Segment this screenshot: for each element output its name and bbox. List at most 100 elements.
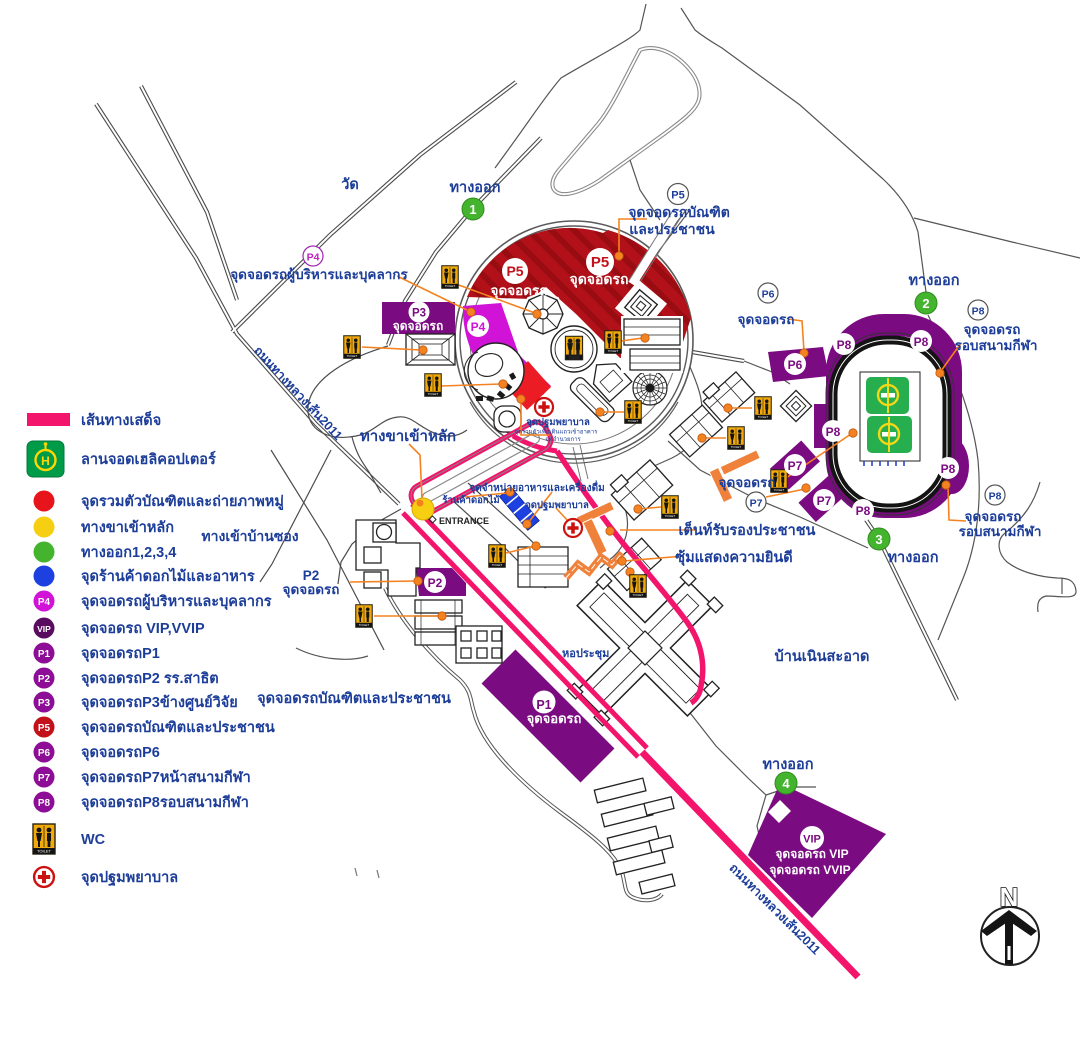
p2-callout: P2 จุดจอดรถ bbox=[283, 568, 340, 598]
map-callouts-p6-badge: P6 bbox=[762, 289, 775, 301]
fan-building bbox=[632, 370, 668, 406]
wc-icon bbox=[355, 604, 373, 628]
route-swatch bbox=[27, 413, 70, 426]
tents-and-arch bbox=[563, 449, 761, 581]
map-callouts-p5-top-line2: และประชาชน bbox=[629, 221, 715, 237]
map-callouts-p8-ne-badge: P8 bbox=[972, 306, 985, 318]
legend-items-4-label: ทางออก1,2,3,4 bbox=[81, 545, 176, 561]
flower-shop-strip bbox=[498, 486, 540, 531]
legend-item-route: เส้นทางเสด็จ bbox=[27, 410, 161, 429]
map-callouts-p6-label: จุดจอดรถ bbox=[738, 312, 795, 328]
parking-area-vip bbox=[748, 783, 886, 918]
legend-item-p5: P5 จุดจอดรถบัณฑิตและประชาชน bbox=[33, 716, 275, 738]
p5-top-callout: P5 จุดจอดรถบัณฑิต และประชาชน bbox=[628, 182, 730, 237]
map-callouts-p7-label: จุดจอดรถ bbox=[719, 475, 776, 491]
compass-letter: N bbox=[1000, 882, 1019, 912]
legend-item-p2: P2 จุดจอดรถP2 รร.สาธิต bbox=[33, 667, 219, 689]
map-markers-exit-numbers-2: 3 bbox=[875, 532, 882, 547]
legend-items-9-badge: P2 bbox=[38, 674, 51, 685]
exit-markers: ทางออก 1 ทางออก 2 3 ทางออก ทางออก 4 bbox=[450, 180, 959, 795]
entrance-marker: ENTRANCE bbox=[411, 497, 489, 526]
map-areas-p7b-badge: P7 bbox=[817, 494, 832, 508]
wc-icon bbox=[441, 265, 459, 289]
legend-items-12-label: จุดจอดรถP6 bbox=[81, 745, 160, 761]
p4-callout: P4 จุดจอดรถผู้บริหารและบุคลากร bbox=[230, 245, 408, 283]
map-markers-exit-numbers-0: 1 bbox=[469, 202, 476, 217]
static-label: H bbox=[41, 454, 50, 468]
map-areas-p5-left-badge: P5 bbox=[506, 263, 523, 279]
legend-items-16-label: จุดปฐมพยาบาล bbox=[81, 870, 178, 887]
legend-item-main-entrance: ทางขาเข้าหลัก bbox=[33, 516, 174, 538]
assembly-dot-icon bbox=[33, 490, 55, 512]
food-callout: จุดจำหน่ายอาหารและเครื่องดื่ม bbox=[469, 480, 604, 494]
legend-items-3-label: ทางขาเข้าหลัก bbox=[81, 519, 174, 536]
wc-icon bbox=[754, 396, 772, 420]
stadium bbox=[825, 332, 955, 516]
p1-area-label: P1 จุดจอดรถ bbox=[527, 690, 582, 727]
map-callouts-p8-se-badge: P8 bbox=[989, 491, 1002, 503]
legend-item-p6: P6 จุดจอดรถP6 bbox=[33, 741, 160, 763]
legend-item-p3: P3 จุดจอดรถP3ข้างศูนย์วิจัย bbox=[33, 691, 238, 713]
map-callouts-p8-se-line2: รอบสนามกีฬา bbox=[959, 524, 1042, 539]
legend-items-10-badge: P3 bbox=[38, 698, 51, 709]
p2-badge-icon bbox=[33, 667, 55, 689]
ne-radial-road bbox=[627, 211, 682, 288]
wc-icon-marker bbox=[32, 823, 56, 855]
legend-items-1-label: ลานจอดเฮลิคอปเตอร์ bbox=[81, 450, 216, 468]
legend-items-14-badge: P8 bbox=[38, 798, 51, 809]
p8-badge-icon bbox=[33, 791, 55, 813]
legend-item-assembly: จุดรวมตัวบัณฑิตและถ่ายภาพหมู่ bbox=[33, 490, 284, 512]
map-places-exit: ทางออก bbox=[888, 550, 939, 566]
p6-badge-icon bbox=[33, 741, 55, 763]
flower-shop-callout: ร้านค้าดอกไม้ bbox=[442, 494, 499, 506]
entrance-dot-icon bbox=[33, 516, 55, 538]
shop-dot-icon bbox=[33, 565, 55, 587]
map-callouts-first-aid-center-sub2: จุดอำนวยการ bbox=[545, 436, 581, 443]
map-areas-vip-line1: จุดจอดรถ VIP bbox=[775, 847, 848, 862]
wc-icon bbox=[343, 335, 361, 359]
p6-area-badge: P6 bbox=[784, 353, 806, 375]
map-areas-p4-badge: P4 bbox=[471, 320, 486, 334]
highway-label-nw: ถนนทางหลวงเส้น2011 bbox=[251, 344, 345, 443]
map-areas-p8-2: P8 bbox=[826, 425, 841, 439]
legend-item-wc: WC bbox=[32, 823, 106, 855]
wc-icon bbox=[661, 495, 679, 519]
p5-left-label: P5 จุดจอดรถ bbox=[491, 258, 547, 299]
map-areas-p1-label: จุดจอดรถ bbox=[527, 711, 582, 727]
map-areas-p2-badge: P2 bbox=[428, 576, 443, 590]
toilet-rotunda bbox=[548, 323, 600, 375]
legend-items-8-label: จุดจอดรถP1 bbox=[81, 646, 160, 662]
legend-items-12-badge: P6 bbox=[38, 748, 51, 759]
octagon-pavilion bbox=[520, 291, 566, 337]
map-areas-p8-0: P8 bbox=[837, 338, 852, 352]
map-areas-p8-4: P8 bbox=[856, 504, 871, 518]
entrance-label: ENTRANCE bbox=[439, 516, 489, 526]
building-c bbox=[609, 459, 674, 521]
ban-song-label: ทางเข้าบ้านซอง bbox=[201, 528, 298, 544]
pentagon-building bbox=[592, 363, 633, 403]
legend-item-p4: P4 จุดจอดรถผู้บริหารและบุคลากร bbox=[33, 590, 272, 612]
building-a bbox=[702, 370, 756, 424]
wc-icon bbox=[488, 544, 506, 568]
map-places-exit: ทางออก bbox=[763, 757, 814, 773]
map-callouts-p4-label: จุดจอดรถผู้บริหารและบุคลากร bbox=[230, 267, 408, 283]
legend-item-flower-food: จุดร้านค้าดอกไม้และอาหาร bbox=[33, 565, 255, 587]
legend-items-5-label: จุดร้านค้าดอกไม้และอาหาร bbox=[81, 567, 255, 585]
legend-items-7-label: จุดจอดรถ VIP,VVIP bbox=[81, 621, 205, 637]
east-rows-building bbox=[621, 316, 683, 373]
map-callouts-p2-line2: จุดจอดรถ bbox=[283, 582, 340, 598]
vip-badge-icon bbox=[33, 617, 55, 639]
temple-label: วัด bbox=[341, 177, 359, 193]
wc-icon-marker bbox=[564, 335, 584, 361]
legend: เส้นทางเสด็จ H ลานจอดเฮลิคอปเตอร์ จุดรวม… bbox=[26, 410, 284, 889]
tent-callout: เต็นท์รับรองประชาชน bbox=[679, 520, 816, 539]
map-areas-p1-badge: P1 bbox=[536, 698, 551, 712]
exit-4: ทางออก 4 bbox=[763, 757, 814, 795]
p7-badge-icon bbox=[33, 766, 55, 788]
barracks-rows bbox=[593, 777, 676, 895]
exit-2: ทางออก 2 bbox=[909, 273, 959, 315]
legend-items-11-label: จุดจอดรถบัณฑิตและประชาชน bbox=[81, 719, 275, 736]
map-callouts-p2-line1: P2 bbox=[303, 568, 320, 583]
map-callouts-p8-se-line1: จุดจอดรถ bbox=[965, 509, 1022, 525]
legend-items-6-badge: P4 bbox=[38, 597, 51, 608]
